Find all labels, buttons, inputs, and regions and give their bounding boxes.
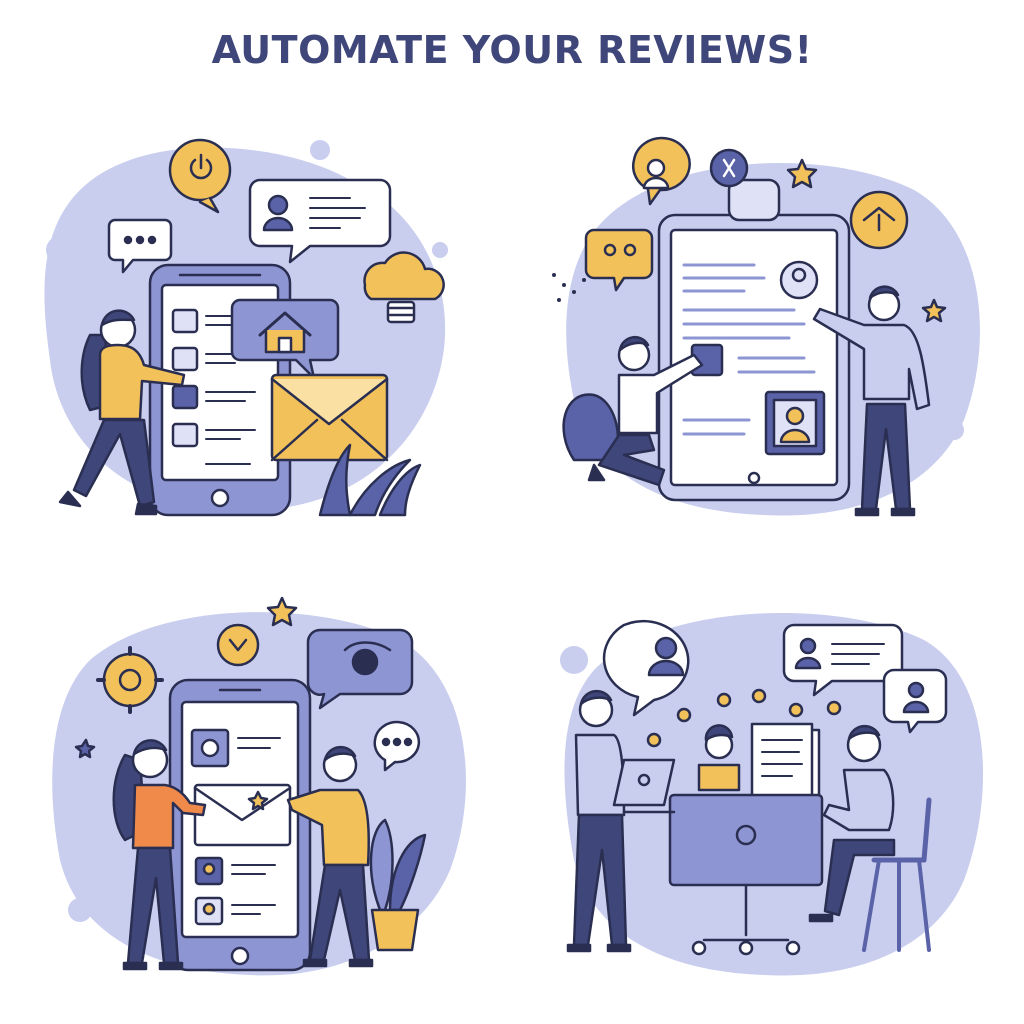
person-seated-back bbox=[697, 724, 741, 792]
plant-icon bbox=[318, 443, 422, 517]
chat-bubble-icon bbox=[306, 628, 414, 710]
person-man-kneeling bbox=[587, 335, 704, 487]
chat-bubble-icon bbox=[168, 138, 232, 214]
laptop-icon bbox=[612, 758, 676, 807]
star-icon bbox=[74, 596, 298, 759]
envelope-icon bbox=[193, 783, 292, 847]
chat-bubble-icon bbox=[602, 619, 690, 717]
illustration-tablet-team bbox=[534, 120, 1004, 540]
person-man-seated bbox=[808, 724, 896, 923]
illustration-phone-delivery bbox=[20, 580, 490, 1000]
user-avatar-icon bbox=[690, 260, 826, 456]
sparkle-dots bbox=[646, 688, 842, 748]
lightbulb-icon bbox=[363, 251, 445, 324]
chat-bubble-icon bbox=[709, 148, 749, 188]
envelope-icon bbox=[270, 373, 389, 462]
illustration-phone-envelope bbox=[20, 120, 490, 540]
chat-bubble-icon bbox=[882, 668, 948, 734]
chair-icon bbox=[862, 797, 932, 952]
chat-bubble-icon bbox=[248, 178, 392, 264]
chat-bubble-icon bbox=[584, 228, 654, 292]
user-avatar-icon bbox=[190, 728, 230, 926]
person-man-laptop bbox=[566, 689, 632, 953]
person-man-standing bbox=[812, 285, 931, 517]
illustration-team-desk bbox=[534, 580, 1004, 1000]
lightbulb-icon bbox=[849, 190, 909, 250]
chat-bubble-icon bbox=[373, 720, 421, 772]
person-woman bbox=[112, 739, 207, 971]
gear-icon bbox=[96, 646, 164, 714]
star-icon bbox=[786, 158, 947, 323]
house-icon bbox=[230, 298, 340, 380]
page-title: AUTOMATE YOUR REVIEWS! bbox=[211, 28, 813, 72]
chat-bubble-icon bbox=[107, 218, 173, 274]
sparkle-dots bbox=[552, 273, 586, 302]
user-avatar-icon bbox=[171, 308, 199, 448]
person-man bbox=[286, 745, 374, 968]
person-woman bbox=[58, 309, 186, 516]
chat-bubble-icon bbox=[632, 136, 691, 206]
chat-bubble-icon bbox=[782, 623, 904, 697]
document-icon bbox=[750, 722, 821, 807]
lightbulb-icon bbox=[216, 623, 260, 667]
plant-icon bbox=[369, 818, 427, 952]
desk-monitor bbox=[622, 793, 824, 956]
